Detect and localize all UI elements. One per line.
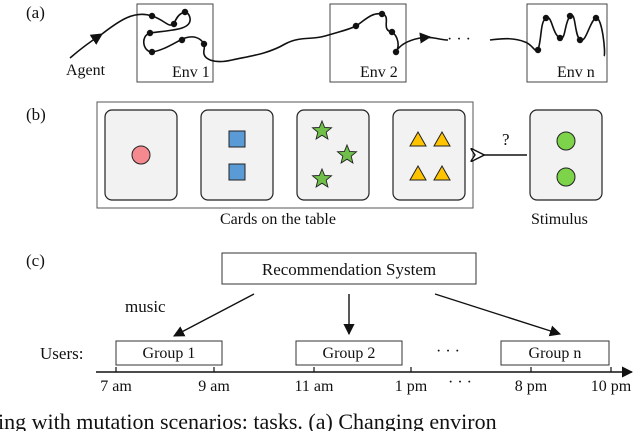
timeline-ellipsis: · · · [448, 374, 472, 391]
traj-point [534, 46, 542, 54]
triangle-shape [433, 164, 451, 181]
timeline-label-11am: 11 am [295, 378, 335, 395]
group-box-n [500, 340, 610, 366]
arrow-to-group-n [434, 293, 562, 337]
caption-fragment: ing with mutation scenarios: tasks. (a) … [0, 409, 497, 431]
traj-point [181, 8, 189, 16]
timeline-label-9am: 9 am [198, 378, 230, 395]
traj-point [388, 28, 396, 36]
triangle-shape [409, 164, 427, 181]
stimulus-label: Stimulus [531, 211, 588, 228]
panel-c-label: (c) [26, 251, 45, 270]
env-box-1 [136, 3, 214, 83]
users-label: Users: [40, 344, 83, 363]
triangle-shape [433, 130, 451, 147]
agent-arrow [69, 33, 104, 59]
group-box-2 [295, 340, 403, 366]
traj-point [592, 14, 600, 22]
timeline-label-8pm: 8 pm [515, 378, 548, 395]
group-ellipsis: · · · [436, 343, 460, 360]
panel-a: (a) Env 1 Env 2 Env n Agent · · · [26, 3, 608, 83]
circle-shape [131, 145, 151, 165]
traj-point [148, 12, 156, 20]
traj-point [556, 34, 564, 42]
panel-b: (b) Cards on the table ? [26, 101, 603, 228]
env-label-1: Env 1 [172, 64, 210, 81]
timeline-label-7am: 7 am [100, 378, 132, 395]
group-box-1 [115, 340, 223, 366]
traj-point [392, 48, 400, 56]
group-label-2: Group 2 [323, 345, 376, 362]
traj-point [178, 36, 186, 44]
env-label-2: Env 2 [360, 64, 398, 81]
traj-point [170, 20, 178, 28]
panel-c: (c) Recommendation System music Users: G… [26, 251, 634, 395]
timeline-ticks [115, 367, 612, 372]
star-shapes [311, 119, 358, 188]
traj-point [576, 36, 584, 44]
group-label-n: Group n [529, 345, 582, 362]
arrow-to-group-1 [173, 293, 255, 337]
traj-point [352, 22, 360, 30]
star-shape [311, 119, 333, 140]
panel-b-label: (b) [26, 105, 46, 124]
timeline-label-10pm: 10 pm [591, 378, 632, 395]
star-shape [336, 143, 358, 164]
env-label-n: Env n [557, 64, 595, 81]
card-3 [296, 109, 370, 201]
recommendation-system-box [221, 252, 477, 285]
traj-point [146, 29, 154, 37]
music-label: music [125, 297, 166, 316]
traj-point [542, 14, 550, 22]
recommendation-system-label: Recommendation System [262, 260, 436, 279]
traj-point [566, 12, 574, 20]
panel-a-label: (a) [26, 3, 45, 22]
stimulus-card [529, 109, 603, 201]
square-shape [228, 130, 246, 148]
agent-label: Agent [66, 62, 106, 79]
stimulus-circle [556, 131, 576, 151]
card-4 [392, 109, 466, 201]
stimulus-circle [556, 167, 576, 187]
trajectory-points [146, 8, 600, 56]
trajectory-arrow [419, 32, 432, 44]
triangle-shapes [409, 130, 451, 181]
traj-point [200, 40, 208, 48]
star-shape [311, 167, 333, 188]
timeline-label-1pm: 1 pm [395, 378, 428, 395]
question-mark: ? [502, 130, 510, 149]
table-caption: Cards on the table [220, 211, 336, 228]
card-2 [200, 109, 274, 201]
trajectory-path-n [489, 14, 606, 57]
group-label-1: Group 1 [143, 345, 196, 362]
traj-point [378, 10, 386, 18]
square-shape [228, 163, 246, 181]
triangle-shape [409, 130, 427, 147]
env-ellipsis: · · · [447, 31, 471, 48]
traj-point [148, 48, 156, 56]
